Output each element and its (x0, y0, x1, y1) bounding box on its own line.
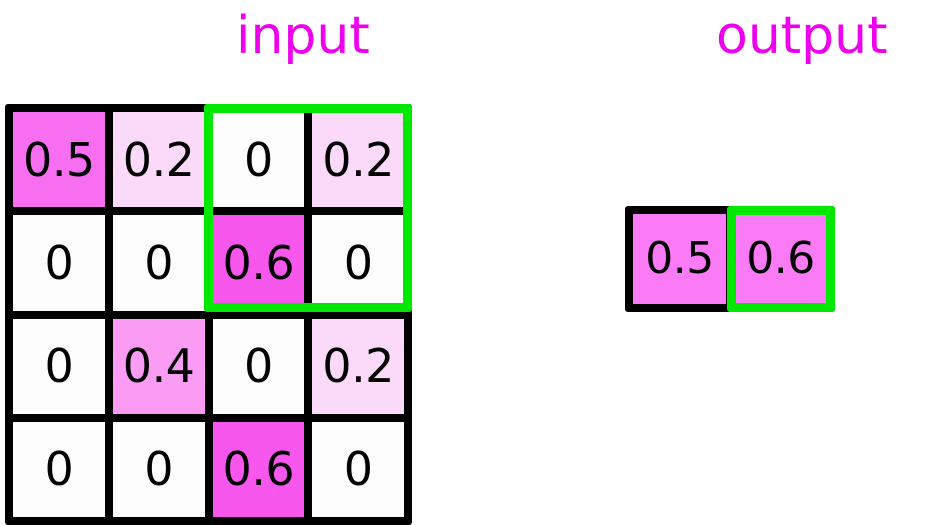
input-cell-r3-c0: 0 (13, 421, 105, 517)
output-title: output (716, 6, 888, 66)
input-cell-r1-c2: 0.6 (212, 215, 305, 311)
input-cell-r0-c1: 0.2 (112, 112, 205, 208)
input-cell-r0-c3: 0.2 (312, 112, 404, 208)
input-cell-r1-c3: 0 (312, 215, 404, 311)
input-title: input (236, 6, 370, 66)
input-cell-r2-c1: 0.4 (112, 318, 205, 414)
input-cell-r3-c2: 0.6 (212, 421, 305, 517)
output-cell-r0-c0: 0.5 (633, 214, 726, 304)
input-cell-r0-c0: 0.5 (13, 112, 105, 208)
input-cell-r3-c1: 0 (112, 421, 205, 517)
input-cell-r0-c2: 0 (212, 112, 305, 208)
input-cell-r3-c3: 0 (312, 421, 404, 517)
output-cell-r0-c1: 0.6 (734, 214, 827, 304)
input-cell-r2-c0: 0 (13, 318, 105, 414)
input-cell-r1-c0: 0 (13, 215, 105, 311)
input-cell-r1-c1: 0 (112, 215, 205, 311)
input-cell-r2-c3: 0.2 (312, 318, 404, 414)
input-cell-r2-c2: 0 (212, 318, 305, 414)
